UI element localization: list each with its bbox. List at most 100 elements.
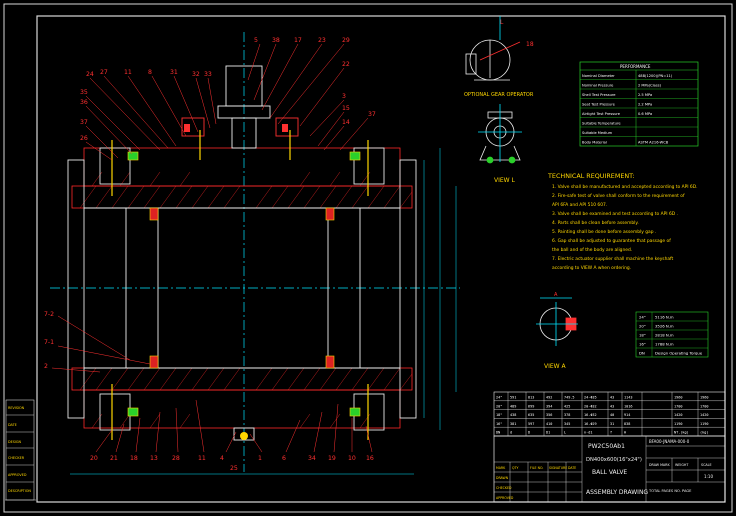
dim-cell: 1420 xyxy=(700,413,708,417)
dim-cell: 16-Φ32 xyxy=(584,413,597,417)
part-label: 23 xyxy=(318,37,326,44)
dim-cell: 16" xyxy=(496,422,502,426)
dim-cell: 43 xyxy=(610,404,614,408)
part-label: 35 xyxy=(80,89,88,96)
part-label: 36 xyxy=(80,99,88,106)
dim-cell: 345 xyxy=(564,422,570,426)
gear-operator-view xyxy=(465,16,521,81)
ref-18: 18 xyxy=(526,41,534,48)
tech-req-item: 5. Painting shall be done before assembl… xyxy=(552,229,656,235)
dim-header: H xyxy=(624,431,626,435)
torque-dn: 24" xyxy=(639,315,646,320)
dim-header: DN xyxy=(496,431,500,435)
perf-value: 2.2 MPa xyxy=(638,103,652,107)
tech-req-item: 6. Gap shall be adjusted to guarantee th… xyxy=(552,238,671,244)
dim-cell: 43 xyxy=(610,396,614,400)
technical-requirements: TECHNICAL REQUIREMENT: 1. Valve shall be… xyxy=(547,172,698,271)
torque-dn: 18" xyxy=(639,333,646,338)
dim-header: (kg) xyxy=(700,431,708,435)
part-label: 3 xyxy=(342,93,346,100)
dim-cell: 838 xyxy=(624,422,630,426)
perf-value: 2.5 MPa xyxy=(638,93,652,97)
perf-param: Seat Test Pressure xyxy=(582,103,616,107)
dim-cell: 40 xyxy=(610,413,614,417)
perf-param: Nominal Diameter xyxy=(582,74,615,78)
part-label: 22 xyxy=(342,61,350,68)
part-label: 26 xyxy=(80,135,88,142)
strip-label-1: DATE xyxy=(8,423,17,427)
part-label: 24 xyxy=(86,71,94,78)
tb-header: QTY xyxy=(512,466,518,470)
tech-req-item: 2. Fire-safe test of valve shall conform… xyxy=(552,193,685,199)
torque-value: 5116 N.m xyxy=(655,315,674,320)
tb-role: APPROVED xyxy=(496,496,514,500)
tech-req-item: API 6FA and API 510 607. xyxy=(552,202,607,208)
perf-value: 2 MPa(Class) xyxy=(638,84,662,88)
dim-cell: 1016 xyxy=(624,404,632,408)
tech-req-title: TECHNICAL REQUIREMENT: xyxy=(547,172,635,180)
dim-header: d xyxy=(510,431,512,435)
torque-dn: DN xyxy=(639,351,645,356)
tb-header: SIGNATURE xyxy=(549,466,567,470)
tech-req-item: 3. Valve shall be examined and test acco… xyxy=(552,211,678,217)
performance-title: PERFORMANCE xyxy=(620,64,651,69)
dim-cell: 492 xyxy=(546,396,552,400)
drawing-code: BFA00-JNAMA-000-0 xyxy=(649,439,690,444)
part-label: 14 xyxy=(342,119,350,126)
perf-value: 0.6 MPa xyxy=(638,112,652,116)
torque-value: 3526 N.m xyxy=(655,324,674,329)
part-label: 6 xyxy=(282,455,286,462)
header-draw-mark: DRAW MARK xyxy=(649,463,670,467)
dim-cell: 699 xyxy=(528,404,534,408)
dim-cell: 18" xyxy=(496,413,502,417)
dim-cell: 591 xyxy=(510,396,516,400)
dim-cell: 356 xyxy=(546,413,552,417)
title-block: PW2C50Ab1 DN400x600(16"x24") BALL VALVE … xyxy=(493,435,726,503)
strip-label-0: REVISION xyxy=(8,406,25,410)
tb-role: CHECKED xyxy=(496,486,512,490)
part-label: 34 xyxy=(308,455,316,462)
tb-header: DATE xyxy=(568,466,576,470)
dim-cell: 1960 xyxy=(674,396,682,400)
part-label: 7-2 xyxy=(44,311,54,318)
perf-param: Suitable Medium xyxy=(582,131,613,135)
torque-value: Design Operating Torque xyxy=(655,351,703,356)
dim-cell: 1190 xyxy=(674,422,682,426)
scale-value: 1:10 xyxy=(704,474,713,479)
dim-cell: 410 xyxy=(546,422,552,426)
model-number: PW2C50Ab1 xyxy=(588,443,625,450)
drawing-type: ASSEMBLY DRAWING xyxy=(586,489,648,496)
dimension-table: 24" 591 813 492 749.5 24-Φ35 43 1143 196… xyxy=(493,391,726,437)
dim-cell: 31 xyxy=(610,422,614,426)
strip-label-5: DESCRIPTION xyxy=(8,489,31,493)
torque-table: 24" 5116 N.m 20" 3526 N.m 18" 2818 N.m 1… xyxy=(635,311,709,358)
part-label: 37 xyxy=(80,119,88,126)
dim-cell: 394 xyxy=(546,404,552,408)
view-l-label: VIEW L xyxy=(494,177,516,184)
sheet-info: TOTAL PAGES NO. PAGE xyxy=(648,489,692,493)
performance-table: PERFORMANCE Nominal Diameter 48B(1200)(P… xyxy=(579,61,699,147)
dim-cell: 1420 xyxy=(674,413,682,417)
dim-cell: 425 xyxy=(564,404,570,408)
l-mark: L xyxy=(500,19,504,26)
dim-header: n-d1 xyxy=(584,431,592,435)
tech-req-item: 1. Valve shall be manufactured and accep… xyxy=(552,184,698,190)
dim-cell: 1143 xyxy=(624,396,632,400)
dim-cell: 24-Φ35 xyxy=(584,396,597,400)
dim-cell: 1190 xyxy=(700,422,708,426)
part-label: 37 xyxy=(368,111,376,118)
tb-header: FILE NO. xyxy=(530,466,543,470)
dim-cell: 24" xyxy=(496,396,502,400)
tb-header: MARK xyxy=(496,466,506,470)
dim-cell: 1700 xyxy=(700,404,708,408)
perf-param: Body Material xyxy=(582,141,607,145)
gear-operator-label: OPTIONAL GEAR OPERATOR xyxy=(464,92,534,98)
part-label: 27 xyxy=(100,69,108,76)
part-label: 4 xyxy=(220,455,224,462)
dim-cell: 20-Φ32 xyxy=(584,404,597,408)
perf-param: Suitable Temperature xyxy=(582,122,621,126)
torque-value: 1788 N.m xyxy=(655,342,674,347)
part-label: 28 xyxy=(172,455,180,462)
dim-cell: 1700 xyxy=(674,404,682,408)
